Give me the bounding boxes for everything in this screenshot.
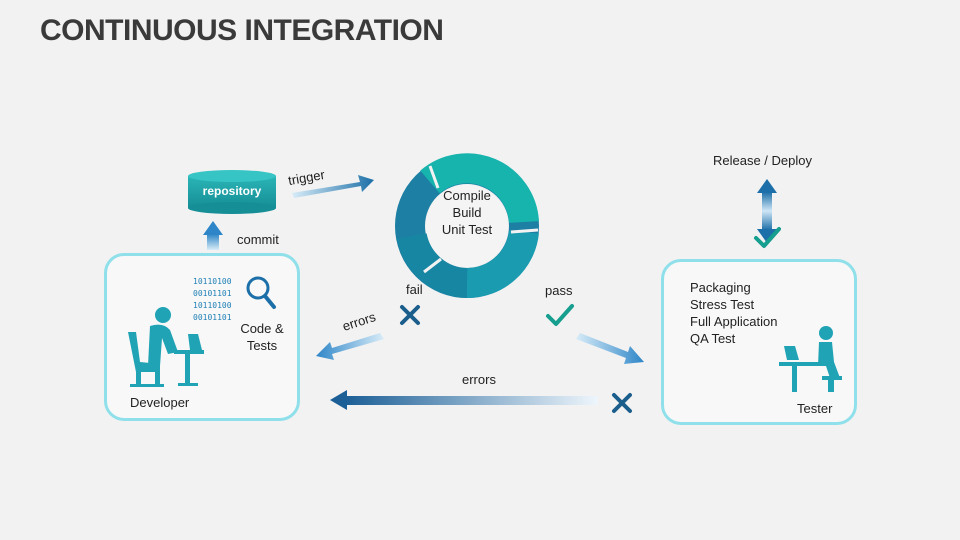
pass-label: pass [545,283,573,298]
cycle-step: Build [452,205,482,220]
developer-icon [128,307,204,387]
developer-label: Developer [130,395,190,410]
commit-arrow [203,221,223,250]
tester-step: Stress Test [690,297,755,312]
errors-label-lower: errors [462,372,496,387]
cycle-step: Unit Test [441,222,493,237]
developer-card [104,253,300,421]
page-title: CONTINUOUS INTEGRATION [40,14,444,47]
trigger-arrow [292,175,374,198]
tester-step: Full Application [690,314,778,329]
binary-code-icon: 10110100 00101101 10110100 00101101 [193,277,232,322]
cycle-steps: Compile Build Unit Test [440,187,494,238]
tester-icon [779,326,842,392]
release-deploy-label: Release / Deploy [713,153,812,168]
tester-step: Packaging [690,280,751,295]
cycle-ring-icon [395,153,539,299]
cross-icon [612,393,632,413]
tester-label: Tester [797,401,833,416]
fail-label: fail [406,282,423,297]
commit-label: commit [237,232,279,247]
tester-step: QA Test [690,331,736,346]
errors-arrow-upper [316,333,384,360]
check-icon [546,304,574,326]
repository-label[interactable]: repository [202,184,262,198]
release-double-arrow [757,179,777,243]
code-tests-label: Code & Tests [240,321,284,353]
tester-steps: Packaging Stress Test Full Application Q… [690,279,777,347]
cycle-step: Compile [443,188,491,203]
cross-icon [400,305,420,325]
repository-cylinder-icon[interactable] [188,170,276,214]
magnifier-icon [246,276,276,309]
errors-arrow-lower [330,390,598,410]
pass-arrow [576,333,644,364]
check-icon [754,227,781,248]
